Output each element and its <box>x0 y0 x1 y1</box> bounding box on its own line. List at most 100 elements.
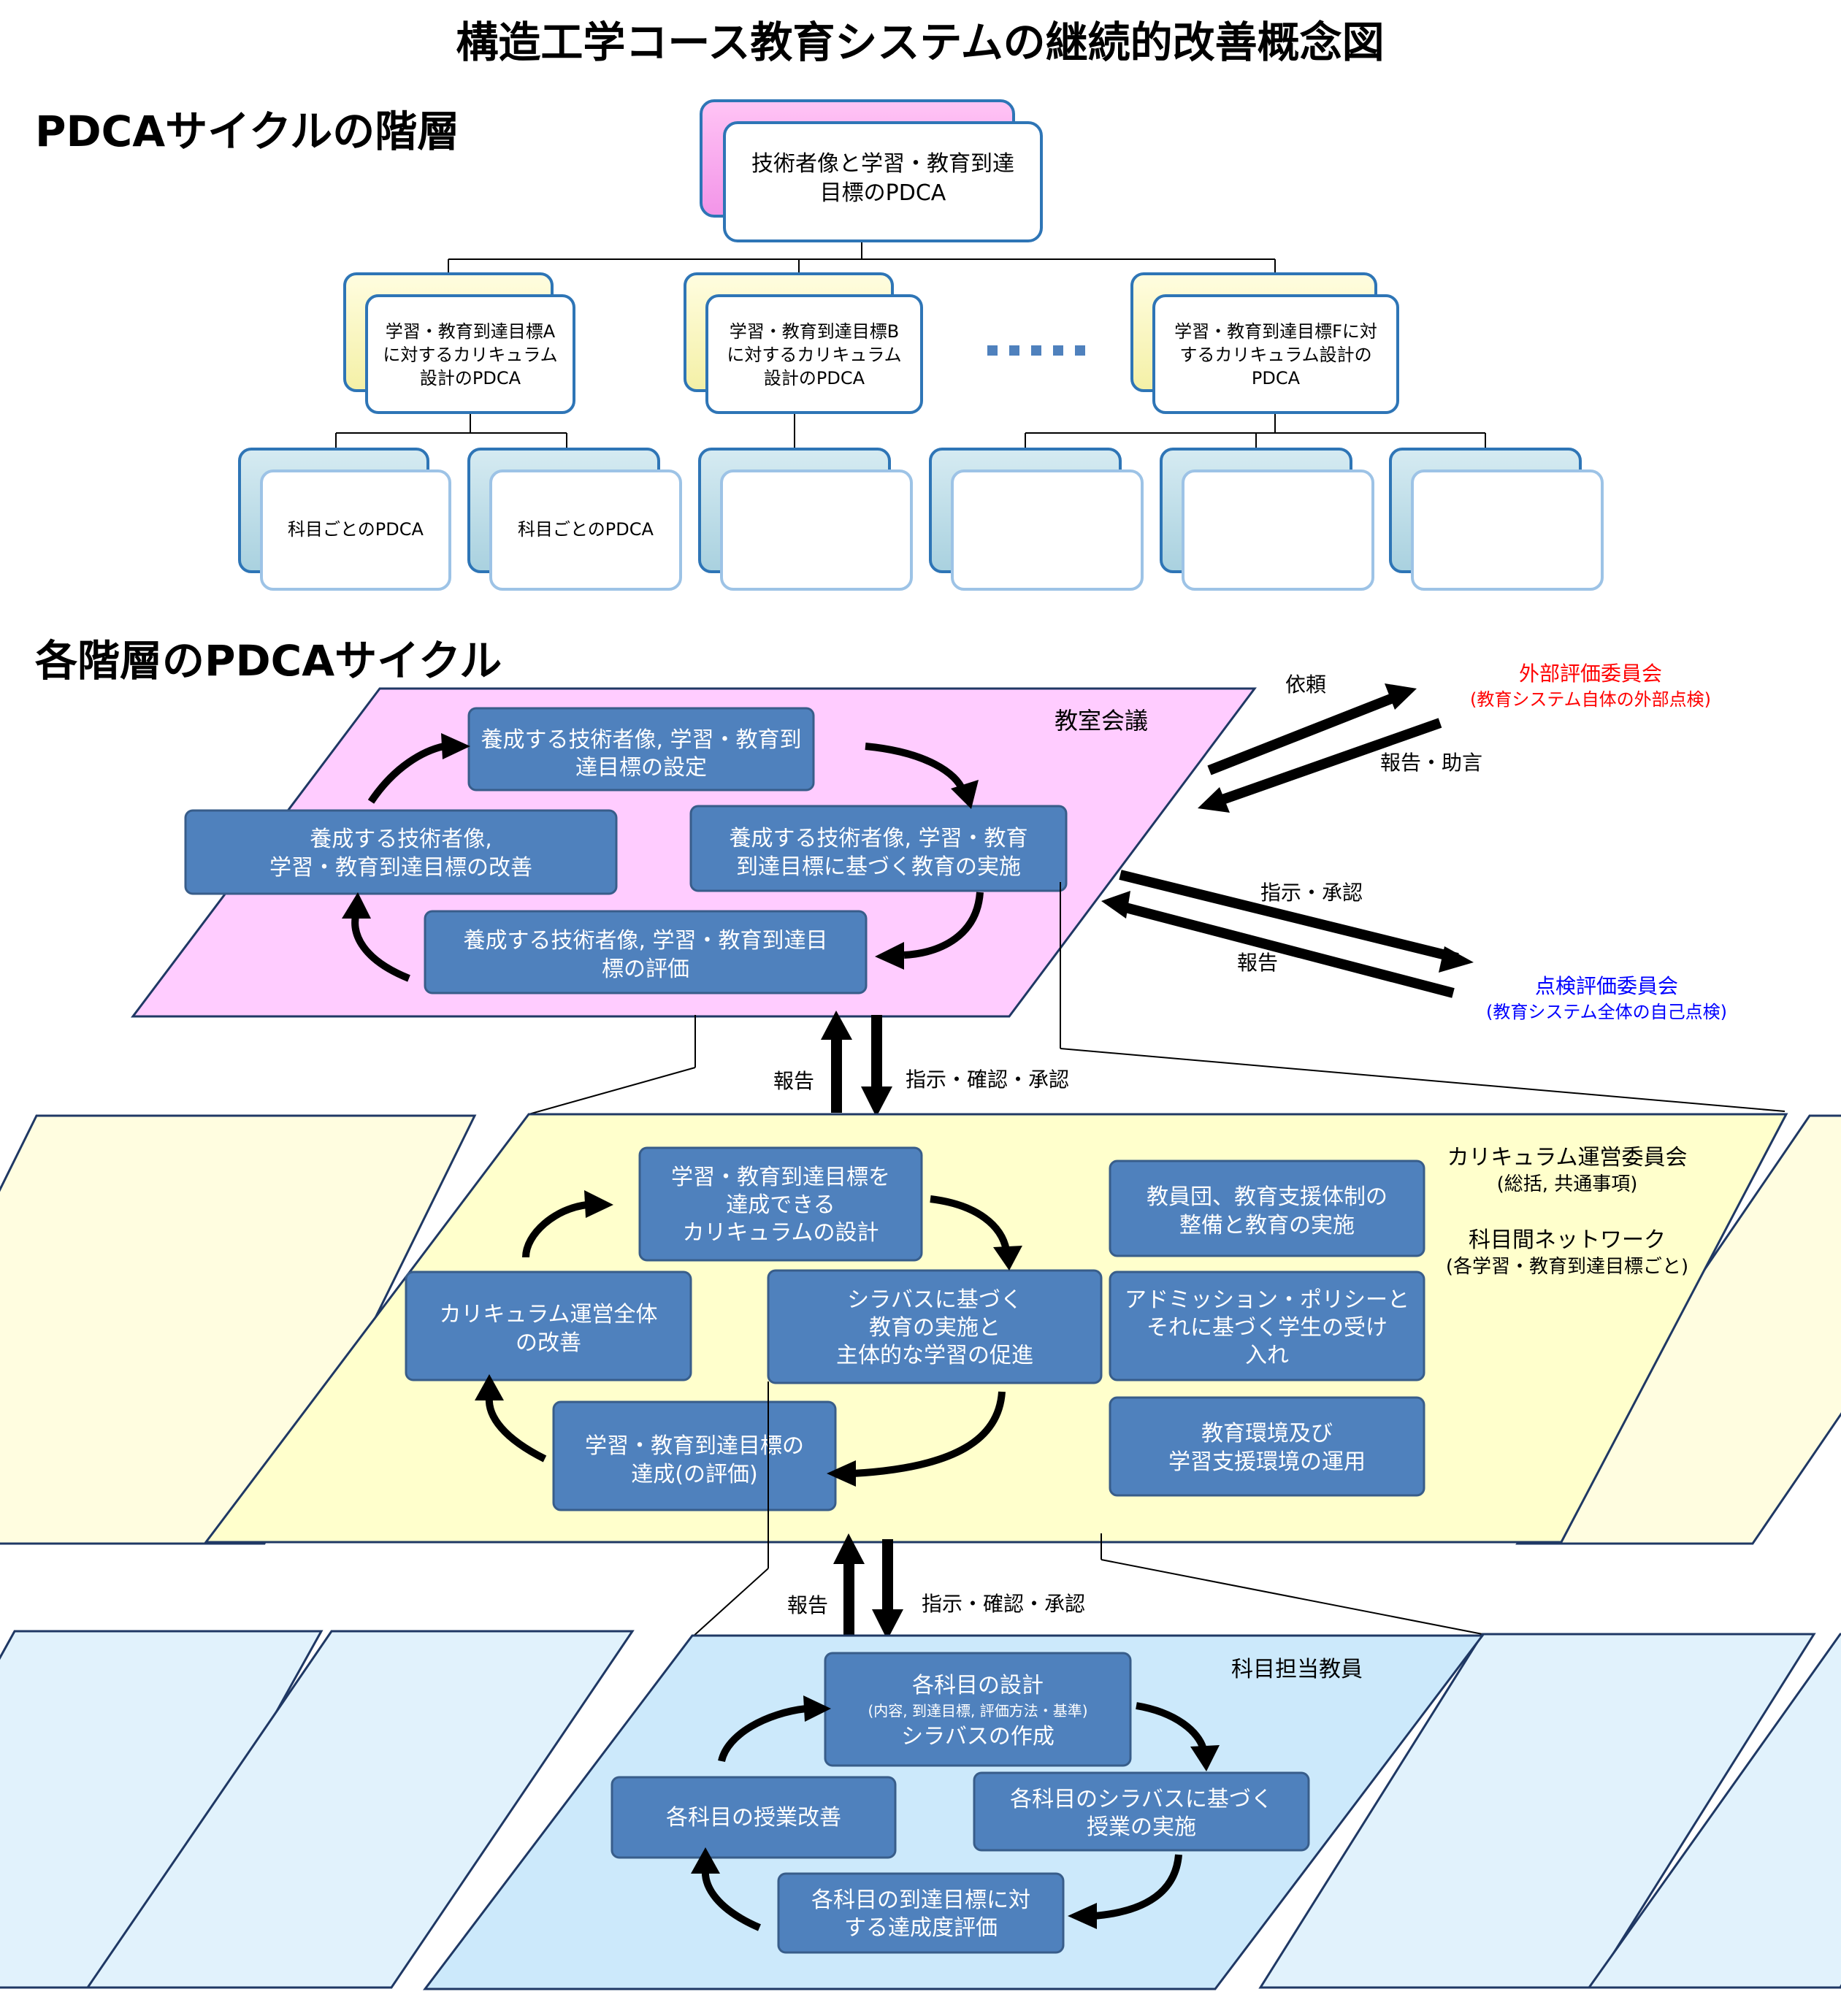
level3-design-syllabus: シラバスの作成 <box>901 1724 1055 1749</box>
leaf-node-1: 科目ごとのPDCA <box>238 448 451 591</box>
level2-org2-sub: (各学習・教育到達目標ごと) <box>1446 1256 1688 1278</box>
leaf-node-6 <box>1389 448 1604 591</box>
leaf-node-5 <box>1160 448 1374 591</box>
projection-lines-2 <box>692 1381 1483 1638</box>
link1-arrows <box>821 1011 892 1117</box>
level1-set-line-1: 養成する技術者像, 学習・教育到 <box>481 727 801 753</box>
level2-implement-line-2: 教育の実施と <box>869 1315 1000 1341</box>
level3-step-evaluate: 各科目の到達目標に対 する達成度評価 <box>777 1872 1065 1954</box>
level2-cycle-arrows <box>485 1195 1010 1477</box>
level3-step-implement: 各科目のシラバスに基づく 授業の実施 <box>973 1771 1310 1852</box>
level2-side-plane-left <box>0 1114 477 1545</box>
level3-implement-line-1: 各科目のシラバスに基づく <box>1010 1787 1273 1812</box>
hierarchy-ellipsis <box>987 345 1085 356</box>
level2-design-line-1: 学習・教育到達目標を <box>671 1165 890 1190</box>
side-environment-line-1: 教育環境及び <box>1201 1421 1333 1446</box>
side-admission-line-2: それに基づく学生の受け <box>1147 1315 1388 1341</box>
level2-side-box-faculty: 教員団、教育支援体制の 整備と教育の実施 <box>1109 1160 1425 1257</box>
level3-org-label: 科目担当教員 <box>1231 1657 1363 1682</box>
hierarchy-mid-node-f: 学習・教育到達目標Fに対 するカリキュラム設計の PDCA <box>1130 272 1399 414</box>
mid-node-b-line-3: 設計のPDCA <box>764 368 865 388</box>
side-environment-line-2: 学習支援環境の運用 <box>1168 1449 1366 1475</box>
level3-evaluate-line-1: 各科目の到達目標に対 <box>811 1887 1030 1913</box>
request-label: 依頼 <box>1285 672 1326 697</box>
link2-report-label: 報告 <box>787 1593 828 1617</box>
leaf-node-2-label: 科目ごとのPDCA <box>518 519 654 540</box>
level1-org-label: 教室会議 <box>1055 707 1148 735</box>
level2-design-line-3: カリキュラムの設計 <box>682 1220 879 1246</box>
level2-cycle-arrowheads <box>475 1190 1022 1487</box>
level1-cycle-arrowheads <box>342 733 979 970</box>
level1-implement-line-2: 到達目標に基づく教育の実施 <box>736 854 1021 880</box>
side-faculty-line-1: 教員団、教育支援体制の <box>1147 1184 1388 1210</box>
leaf-node-4 <box>929 448 1144 591</box>
external-committee-label: 外部評価委員会 <box>1519 662 1662 686</box>
check-committee-sub: (教育システム全体の自己点検) <box>1486 1002 1727 1022</box>
hierarchy-top-node: 技術者像と学習・教育到達 目標のPDCA <box>700 99 1043 242</box>
level2-org1-sub: (総括, 共通事項) <box>1497 1173 1638 1195</box>
leaf-node-1-label: 科目ごとのPDCA <box>288 519 424 540</box>
level1-step-evaluate: 養成する技術者像, 学習・教育到達目 標の評価 <box>424 910 868 994</box>
mid-node-a-line-3: 設計のPDCA <box>420 368 521 388</box>
top-node-line-1: 技術者像と学習・教育到達 <box>751 151 1014 177</box>
external-committee-sub: (教育システム自体の外部点検) <box>1470 689 1711 710</box>
link2-instruct-label: 指示・確認・承認 <box>922 1592 1085 1616</box>
mid-node-b-line-2: に対するカリキュラム <box>727 345 901 365</box>
report-advice-label: 報告・助言 <box>1380 751 1482 775</box>
level1-step-set: 養成する技術者像, 学習・教育到 達目標の設定 <box>467 707 815 792</box>
side-faculty-line-2: 整備と教育の実施 <box>1179 1213 1355 1238</box>
section-heading-cycles: 各階層のPDCAサイクル <box>35 636 502 686</box>
level1-improve-line-2: 学習・教育到達目標の改善 <box>269 855 532 881</box>
level1-step-implement: 養成する技術者像, 学習・教育 到達目標に基づく教育の実施 <box>689 805 1068 892</box>
level1-evaluate-line-2: 標の評価 <box>602 957 689 982</box>
mid-node-f-line-2: するカリキュラム設計の <box>1179 345 1371 365</box>
report-label: 報告 <box>1237 951 1278 975</box>
level3-side-plane-left-2 <box>85 1630 635 1989</box>
level2-step-design: 学習・教育到達目標を 達成できる カリキュラムの設計 <box>638 1146 923 1262</box>
level2-implement-line-3: 主体的な学習の促進 <box>836 1343 1033 1368</box>
level2-design-line-2: 達成できる <box>726 1192 835 1218</box>
level3-evaluate-line-2: する達成度評価 <box>844 1915 998 1941</box>
level2-side-box-environment: 教育環境及び 学習支援環境の運用 <box>1109 1396 1425 1497</box>
section-heading-hierarchy: PDCAサイクルの階層 <box>35 107 459 156</box>
link1-report-label: 報告 <box>773 1069 814 1093</box>
level3-improve-line-1: 各科目の授業改善 <box>666 1805 841 1831</box>
level3-design-title: 各科目の設計 <box>912 1673 1044 1698</box>
check-committee-label: 点検評価委員会 <box>1535 974 1678 998</box>
level1-improve-line-1: 養成する技術者像, <box>310 827 492 852</box>
level3-design-sub: (内容, 到達目標, 評価方法・基準) <box>868 1702 1087 1720</box>
instruct-approve-label: 指示・承認 <box>1260 881 1363 905</box>
level2-step-evaluate: 学習・教育到達目標の 達成(の評価) <box>552 1400 837 1511</box>
top-node-line-2: 目標のPDCA <box>820 180 946 206</box>
level1-step-improve: 養成する技術者像, 学習・教育到達目標の改善 <box>184 809 618 895</box>
level2-org1-label: カリキュラム運営委員会 <box>1447 1145 1687 1170</box>
level1-set-line-2: 達目標の設定 <box>575 755 707 781</box>
level2-step-improve: カリキュラム運営全体 の改善 <box>405 1270 692 1381</box>
leaf-node-2: 科目ごとのPDCA <box>467 448 682 591</box>
mid-node-b-line-1: 学習・教育到達目標B <box>730 321 899 342</box>
level3-cycle-arrowheads <box>691 1695 1220 1929</box>
level2-side-box-admission: アドミッション・ポリシーと それに基づく学生の受け 入れ <box>1109 1270 1425 1381</box>
level3-plane <box>422 1634 1485 1990</box>
hierarchy-leaf-nodes: 科目ごとのPDCA 科目ごとのPDCA <box>238 448 1604 591</box>
mid-node-a-line-1: 学習・教育到達目標A <box>386 321 556 342</box>
projection-lines-1 <box>528 882 1785 1115</box>
level2-implement-line-1: シラバスに基づく <box>847 1287 1022 1313</box>
mid-node-f-line-3: PDCA <box>1252 368 1301 388</box>
side-admission-line-1: アドミッション・ポリシーと <box>1125 1287 1409 1313</box>
level3-step-improve: 各科目の授業改善 <box>611 1776 897 1859</box>
level3-side-plane-right-2 <box>1587 1633 1841 1989</box>
leaf-node-3 <box>698 448 913 591</box>
page-title: 構造工学コース教育システムの継続的改善概念図 <box>456 18 1384 67</box>
level3-implement-line-2: 授業の実施 <box>1087 1814 1196 1840</box>
level3-step-design: 各科目の設計 (内容, 到達目標, 評価方法・基準) シラバスの作成 <box>824 1652 1132 1767</box>
side-admission-line-3: 入れ <box>1245 1343 1289 1368</box>
hierarchy-mid-node-b: 学習・教育到達目標B に対するカリキュラム 設計のPDCA <box>684 272 923 414</box>
level1-cycle-arrows <box>351 743 984 982</box>
level2-improve-line-1: カリキュラム運営全体 <box>439 1302 657 1327</box>
level2-step-implement: シラバスに基づく 教育の実施と 主体的な学習の促進 <box>767 1269 1103 1384</box>
level3-cycle-arrows <box>701 1702 1207 1931</box>
level2-improve-line-2: の改善 <box>516 1330 581 1356</box>
